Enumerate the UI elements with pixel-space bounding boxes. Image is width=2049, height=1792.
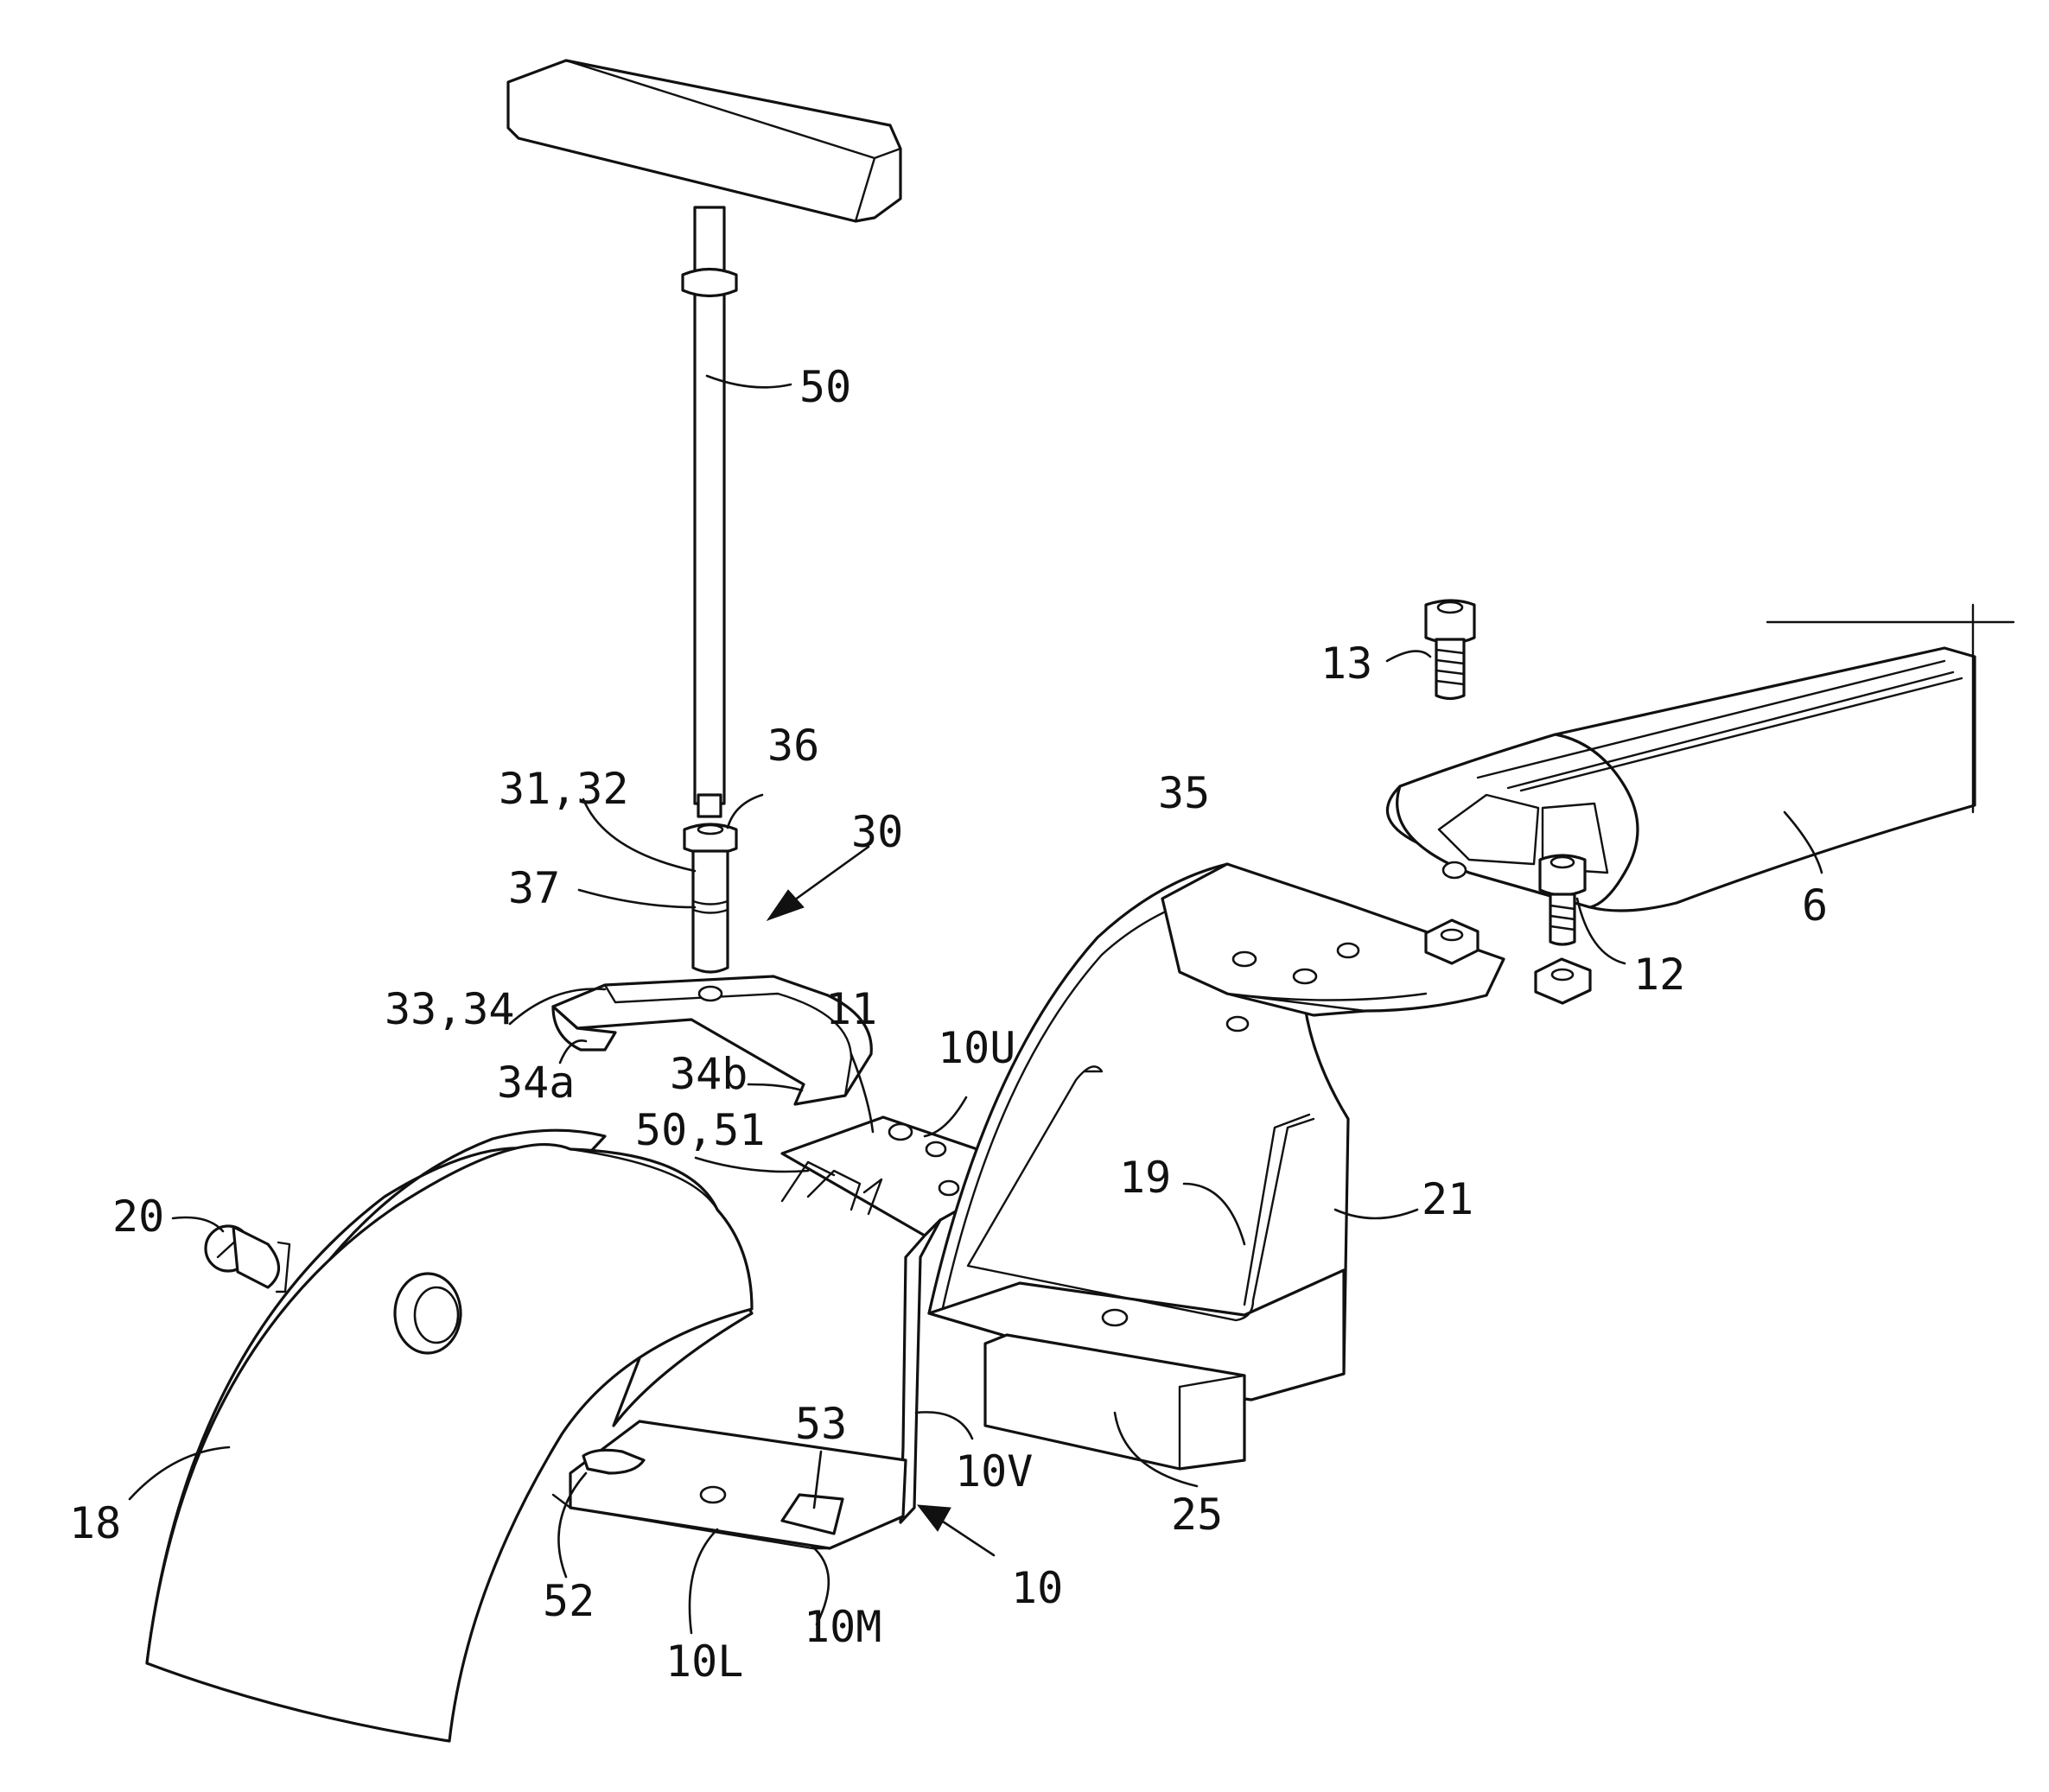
label-10: 10 xyxy=(1011,1563,1063,1613)
arrowhead-30 xyxy=(767,890,804,920)
lock-plate-hole xyxy=(699,987,722,1001)
label-6: 6 xyxy=(1802,880,1828,931)
load-bar xyxy=(1387,605,2014,911)
label-13: 13 xyxy=(1320,639,1372,689)
bracket-hole-1 xyxy=(889,1124,912,1140)
bracket-lower-flange xyxy=(570,1421,906,1548)
label-34b: 34b xyxy=(670,1049,748,1099)
bracket-lower-hole xyxy=(701,1487,725,1503)
bolt-13-thread xyxy=(1436,639,1464,699)
label-52: 52 xyxy=(543,1576,595,1626)
t-handle-grip xyxy=(508,60,900,221)
bolt-13-socket xyxy=(1438,602,1462,613)
label-18: 18 xyxy=(69,1498,121,1548)
leader-10L xyxy=(690,1529,717,1633)
label-3334: 33,34 xyxy=(385,984,515,1034)
housing-pad-hole-2 xyxy=(1294,969,1316,983)
label-11: 11 xyxy=(825,984,877,1034)
label-50: 50 xyxy=(799,362,851,412)
bracket-vertical-wall xyxy=(900,1220,940,1522)
lock-plug-body xyxy=(233,1227,279,1287)
bolt-12-socket xyxy=(1551,857,1574,867)
leader-10V xyxy=(916,1412,972,1439)
leader-10-arrow xyxy=(935,1516,994,1555)
load-bar-end-profile xyxy=(1397,734,1638,907)
housing-pad-hole-4 xyxy=(1227,1017,1248,1031)
cover-lock-hole xyxy=(415,1287,458,1343)
arrowhead-10 xyxy=(918,1505,951,1531)
label-36: 36 xyxy=(767,721,819,771)
load-bar-drain xyxy=(1443,862,1466,878)
leader-13 xyxy=(1387,651,1430,661)
lock-plug xyxy=(206,1226,290,1292)
housing-pad-hole-3 xyxy=(1338,944,1359,957)
leader-34b xyxy=(748,1084,802,1090)
label-10M: 10M xyxy=(804,1602,881,1652)
nut-1-hole xyxy=(1441,930,1462,940)
leader-10U xyxy=(925,1097,966,1136)
lock-cylinder xyxy=(684,824,736,972)
nut-2-hole xyxy=(1552,969,1573,980)
label-25: 25 xyxy=(1171,1490,1223,1540)
housing-floor-hole xyxy=(1103,1310,1127,1325)
lock-cylinder-keyway xyxy=(698,825,722,834)
bracket-hole-2 xyxy=(926,1142,945,1156)
key-shaft-collar xyxy=(683,270,736,296)
leader-36 xyxy=(728,795,762,828)
label-53: 53 xyxy=(795,1399,847,1449)
label-3132: 31,32 xyxy=(499,764,629,814)
key-tip xyxy=(698,795,721,817)
label-19: 19 xyxy=(1119,1153,1171,1203)
label-21: 21 xyxy=(1422,1174,1473,1224)
bracket-hole-3 xyxy=(939,1181,958,1195)
housing-pad-hole-1 xyxy=(1233,952,1256,966)
nut-2 xyxy=(1536,959,1590,1003)
label-10V: 10V xyxy=(955,1446,1033,1497)
label-30: 30 xyxy=(851,807,903,857)
label-10U: 10U xyxy=(938,1023,1015,1073)
leader-37 xyxy=(579,890,695,907)
label-5051: 50,51 xyxy=(635,1105,766,1155)
label-37: 37 xyxy=(508,863,560,913)
label-12: 12 xyxy=(1633,950,1685,1000)
label-35: 35 xyxy=(1158,768,1210,818)
label-20: 20 xyxy=(112,1191,164,1242)
label-10L: 10L xyxy=(665,1636,743,1687)
t-handle-key xyxy=(508,60,900,817)
housing xyxy=(929,864,1504,1469)
label-34a: 34a xyxy=(497,1058,575,1108)
